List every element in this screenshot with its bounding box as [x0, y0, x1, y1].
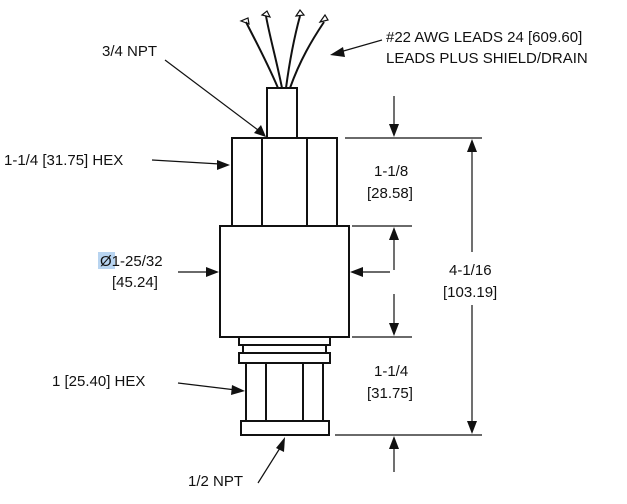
npt-bottom-label: 1/2 NPT: [188, 473, 243, 490]
diameter-label-line1: Ø1-25/32: [100, 253, 163, 270]
hex-bottom-label: 1 [25.40] HEX: [52, 373, 145, 390]
main-body: [219, 225, 350, 338]
dim-top-value: 1-1/8: [374, 163, 408, 180]
leads-label-line2: LEADS PLUS SHIELD/DRAIN: [386, 50, 588, 67]
hex-top-label: 1-1/4 [31.75] HEX: [4, 152, 123, 169]
dim-total-value: 4-1/16: [449, 262, 492, 279]
lead-wires: [239, 8, 329, 89]
flange-rings: [238, 336, 331, 364]
top-hex: [231, 137, 338, 227]
dim-total-metric: [103.19]: [443, 284, 497, 301]
leader-lines: [151, 39, 383, 484]
dimension-arrows: [178, 96, 477, 472]
diameter-label-line2: [45.24]: [112, 274, 158, 291]
dia-highlight: [98, 252, 115, 269]
npt-top-label: 3/4 NPT: [102, 43, 157, 60]
extension-lines: [335, 137, 482, 436]
leads-label-line1: #22 AWG LEADS 24 [609.60]: [386, 29, 582, 46]
bottom-port: [240, 420, 330, 436]
bottom-hex: [245, 362, 324, 422]
cable: [266, 87, 298, 139]
dim-bottom-metric: [31.75]: [367, 385, 413, 402]
dim-bottom-value: 1-1/4: [374, 363, 408, 380]
dim-top-metric: [28.58]: [367, 185, 413, 202]
